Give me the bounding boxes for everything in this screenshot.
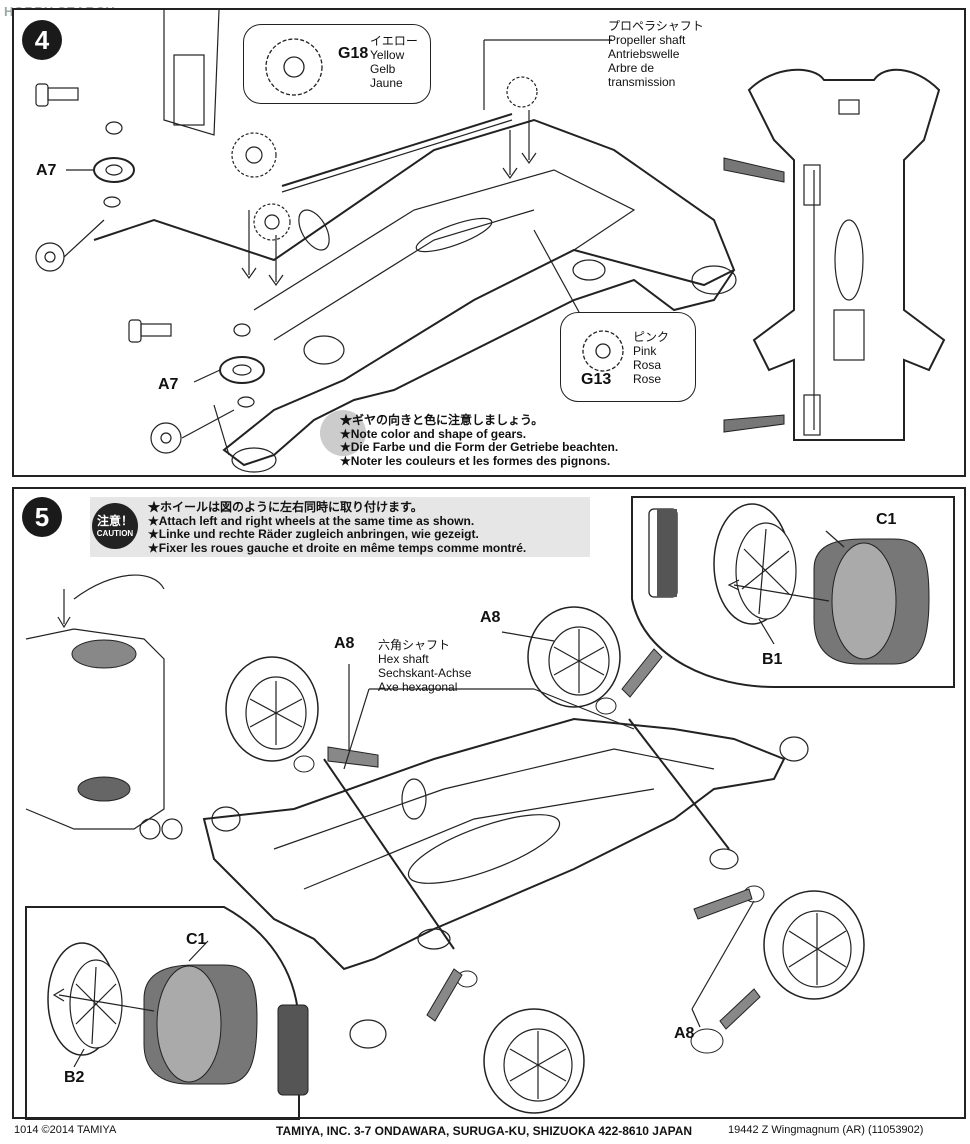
gear-note-fr: ★Noter les couleurs et les formes des pi… [340, 453, 611, 468]
gear-g13-name-en: Pink [633, 344, 657, 358]
gear-g18-icon [265, 38, 323, 96]
label-c1-right: C1 [876, 511, 897, 528]
gear-g18-callout: G18 イエロー Yellow Gelb Jaune [243, 24, 431, 104]
wheel-right-front [763, 890, 865, 1000]
label-a8-bottom: A8 [674, 1025, 695, 1042]
gear-g13-icon [582, 330, 624, 372]
step4-panel: 4 [12, 8, 966, 477]
gear-note-jp: ★ギヤの向きと色に注意しましょう。 [340, 413, 544, 427]
hex-shaft-label-de: Sechskant-Achse [378, 666, 472, 680]
gear-g13-name-jp: ピンク [633, 330, 670, 344]
wheel-note: ★ホイールは図のように左右同時に取り付けます。 ★Attach left and… [148, 500, 527, 555]
footer-center: TAMIYA, INC. 3-7 ONDAWARA, SURUGA-KU, SH… [276, 1124, 693, 1138]
wheel-left-rear [225, 656, 319, 762]
gear-note-marker [320, 410, 366, 456]
propeller-shaft-label-jp: プロペラシャフト [608, 19, 704, 33]
gear-note-en: ★Note color and shape of gears. [340, 426, 527, 441]
hex-shaft-label-fr: Axe hexagonal [378, 680, 458, 694]
propeller-shaft-label-fr1: Arbre de [608, 61, 655, 75]
screw-bottom [128, 319, 172, 343]
wheel-right-rear [527, 606, 621, 708]
propeller-shaft-label-de: Antriebswelle [608, 47, 680, 61]
wheel-note-fr: ★Fixer les roues gauche et droite en mêm… [148, 540, 527, 555]
label-a7-top: A7 [36, 162, 57, 179]
label-b1: B1 [762, 651, 783, 668]
gear-g13-name-de: Rosa [633, 358, 662, 372]
hex-shaft-label-jp: 六角シャフト [378, 638, 451, 652]
label-a8-left: A8 [334, 635, 355, 652]
step5-diagram [25, 496, 955, 1120]
footer-right: 19442 Z Wingmagnum (AR) (11053902) [728, 1124, 924, 1136]
gear-g18-name-en: Yellow [370, 48, 405, 62]
wheel-left-front [483, 1008, 585, 1114]
gear-g13-callout: G13 ピンク Pink Rosa Rose [560, 312, 696, 402]
gear-g13-code: G13 [581, 371, 612, 388]
propeller-shaft-label-fr2: transmission [608, 75, 676, 89]
step4-number: 4 [22, 20, 62, 60]
footer-left: 1014 ©2014 TAMIYA [14, 1124, 117, 1136]
gear-g13-name-fr: Rose [633, 372, 662, 386]
screw-top [35, 83, 79, 107]
gear-note: ★ギヤの向きと色に注意しましょう。 ★Note color and shape … [340, 413, 619, 468]
wheel-note-jp: ★ホイールは図のように左右同時に取り付けます。 [148, 500, 423, 514]
label-a8-top: A8 [480, 609, 501, 626]
label-b2: B2 [64, 1069, 85, 1086]
hex-shaft-label-en: Hex shaft [378, 652, 429, 666]
step4-diagram [35, 9, 946, 473]
propeller-shaft-label-en: Propeller shaft [608, 33, 686, 47]
wheel-note-en: ★Attach left and right wheels at the sam… [148, 513, 475, 528]
caution-jp: 注意！ [96, 514, 133, 528]
caution-note-bg [90, 497, 590, 557]
step5-number: 5 [22, 497, 62, 537]
step5-panel: 5 注意！ CAUTION ★ホイールは図のように左右同時に取り付けます。 ★A… [12, 487, 966, 1120]
gear-note-de: ★Die Farbe und die Form der Getriebe bea… [340, 440, 619, 454]
caution-badge: 注意！ CAUTION [92, 503, 138, 549]
gear-g18-name-jp: イエロー [370, 34, 418, 48]
wheel-note-de: ★Linke und rechte Räder zugleich anbring… [148, 527, 479, 541]
gear-g18-code: G18 [338, 45, 369, 62]
gear-g18-name-fr: Jaune [370, 76, 403, 90]
label-a7-bottom: A7 [158, 376, 179, 393]
label-c1-left: C1 [186, 931, 207, 948]
gear-g18-name-de: Gelb [370, 62, 396, 76]
caution-en: CAUTION [96, 529, 134, 538]
